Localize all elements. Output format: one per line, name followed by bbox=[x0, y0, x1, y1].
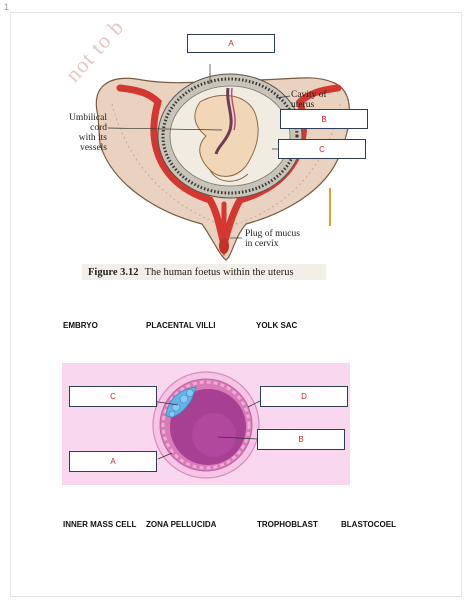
word-trophoblast: TROPHOBLAST bbox=[257, 520, 318, 529]
uterus-wall-texture bbox=[111, 103, 341, 225]
word-placental-villi: PLACENTAL VILLI bbox=[146, 321, 216, 330]
leader-d bbox=[247, 400, 261, 408]
mucus-plug bbox=[219, 238, 229, 254]
caption-text: The human foetus within the uterus bbox=[144, 266, 294, 278]
label-cavity-of-uterus: Cavity of uterus bbox=[291, 90, 327, 110]
inner-cell bbox=[186, 389, 194, 397]
blastocyst-box-d[interactable]: D bbox=[260, 386, 348, 407]
word-inner-mass-cell: INNER MASS CELL bbox=[63, 520, 137, 529]
word-blastocoel: BLASTOCOEL bbox=[341, 520, 396, 529]
label-box-c[interactable]: C bbox=[278, 139, 366, 159]
villi-ring bbox=[161, 77, 299, 195]
umbilical-line-1: Umbilical bbox=[69, 113, 107, 123]
blastocoel-highlight bbox=[192, 413, 236, 457]
umbilical-line-4: vessels bbox=[80, 143, 107, 153]
blastocyst-box-c[interactable]: C bbox=[69, 386, 157, 407]
umbilical-cord bbox=[214, 87, 233, 155]
umbilical-line-3: with its bbox=[78, 133, 107, 143]
inner-cell bbox=[168, 410, 176, 418]
label-plug-of-mucus: Plug of mucus in cervix bbox=[245, 229, 300, 249]
leader-umbilical bbox=[107, 127, 223, 131]
word-zona-pellucida: ZONA PELLUCIDA bbox=[146, 520, 217, 529]
foetus-limb bbox=[209, 169, 249, 182]
leader-a2 bbox=[157, 452, 173, 460]
word-embryo: EMBRYO bbox=[63, 321, 98, 330]
trophoblast-cells bbox=[161, 380, 251, 470]
inner-cell bbox=[179, 394, 189, 404]
umbilical-cord-vessel bbox=[230, 87, 236, 131]
plug-line-1: Plug of mucus bbox=[245, 229, 300, 239]
margin-marker bbox=[329, 188, 331, 226]
cavity-line-1: Cavity of bbox=[291, 90, 327, 100]
caption-number: Figure 3.12 bbox=[88, 266, 139, 278]
label-box-a[interactable]: A bbox=[187, 34, 275, 53]
label-umbilical-cord: Umbilical cord with its vessels bbox=[63, 113, 107, 153]
page-frame bbox=[10, 12, 462, 597]
cavity-line-2: uterus bbox=[291, 100, 315, 110]
label-box-b[interactable]: B bbox=[280, 109, 368, 129]
blastocyst-illustration bbox=[131, 371, 261, 479]
leader-cavity bbox=[275, 95, 291, 99]
word-yolk-sac: YOLK SAC bbox=[256, 321, 298, 330]
blastocyst-box-a[interactable]: A bbox=[69, 451, 157, 472]
corner-mark: 1 bbox=[4, 2, 10, 12]
blastocyst-box-b[interactable]: B bbox=[257, 429, 345, 450]
plug-line-2: in cervix bbox=[245, 239, 279, 249]
leader-b2 bbox=[217, 436, 259, 440]
figure-caption: Figure 3.12 The human foetus within the … bbox=[82, 264, 326, 280]
umbilical-line-2: cord bbox=[90, 123, 107, 133]
